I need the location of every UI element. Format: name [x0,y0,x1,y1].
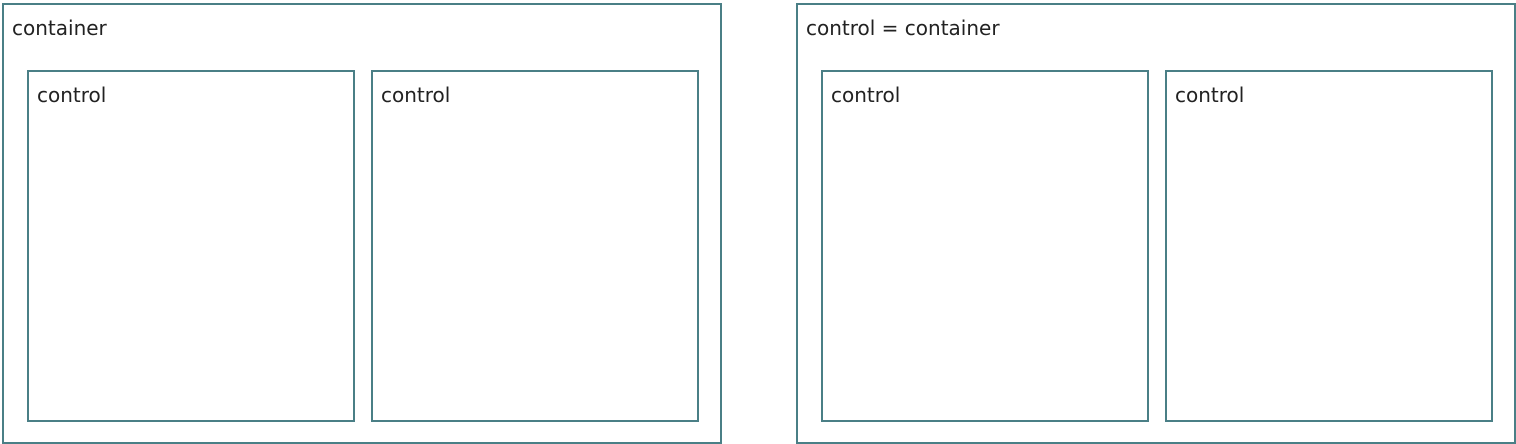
control-label: control [1175,83,1245,107]
control-container-label: control = container [806,16,1000,40]
control-label: control [831,83,901,107]
control-box: control [371,70,699,422]
control-label: control [381,83,451,107]
control-box: control [821,70,1149,422]
container-box: container control control [2,3,722,444]
control-box: control [1165,70,1493,422]
control-container-box: control = container control control [796,3,1516,444]
container-label: container [12,16,107,40]
control-label: control [37,83,107,107]
control-box: control [27,70,355,422]
